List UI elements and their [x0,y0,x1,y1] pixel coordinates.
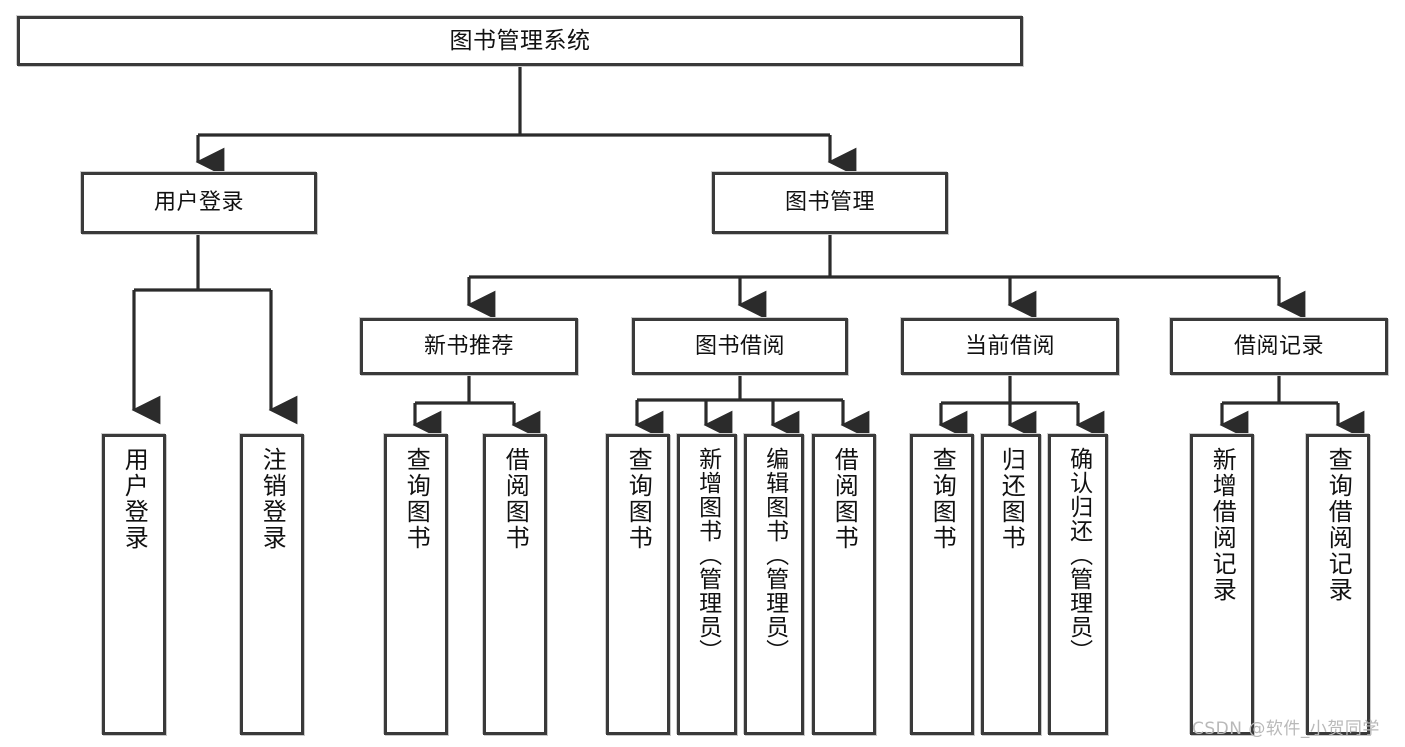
node-label: 新书推荐 [423,333,514,359]
leaf-query-book-borrow[interactable]: 查询图书 [606,434,670,735]
node-label: 图书管理系统 [449,27,591,54]
leaf-confirm-return-admin[interactable]: 确认归还（管理员） [1048,434,1108,735]
leaf-edit-book-admin[interactable]: 编辑图书（管理员） [744,434,804,735]
node-label: 借阅图书 [501,447,530,551]
node-label: 新增图书（管理员） [694,447,721,663]
node-label: 图书借阅 [694,333,785,359]
node-label: 归还图书 [997,447,1026,551]
leaf-borrow-book[interactable]: 借阅图书 [812,434,876,735]
leaf-add-book-admin[interactable]: 新增图书（管理员） [677,434,737,735]
node-label: 编辑图书（管理员） [761,447,788,663]
node-label: 当前借阅 [964,333,1055,359]
node-user-login[interactable]: 用户登录 [81,172,317,234]
node-label: 用户登录 [153,190,244,216]
node-book-management[interactable]: 图书管理 [712,172,948,234]
node-label: 图书管理 [784,190,875,216]
node-new-book-recommend[interactable]: 新书推荐 [360,318,578,375]
node-label: 注销登录 [258,447,287,551]
leaf-return-book[interactable]: 归还图书 [981,434,1041,735]
node-label: 查询图书 [402,447,431,551]
leaf-logout[interactable]: 注销登录 [240,434,304,735]
node-book-borrow[interactable]: 图书借阅 [632,318,848,375]
node-borrow-records[interactable]: 借阅记录 [1170,318,1388,375]
leaf-query-book-current[interactable]: 查询图书 [910,434,974,735]
node-label: 查询图书 [624,447,653,551]
node-label: 查询图书 [928,447,957,551]
node-label: 借阅图书 [830,447,859,551]
leaf-query-book-recommend[interactable]: 查询图书 [384,434,448,735]
node-label: 确认归还（管理员） [1065,447,1092,663]
leaf-user-login[interactable]: 用户登录 [102,434,166,735]
node-label: 借阅记录 [1233,333,1324,359]
node-label: 查询借阅记录 [1324,447,1353,603]
node-label: 用户登录 [120,447,149,551]
leaf-query-borrow-record[interactable]: 查询借阅记录 [1306,434,1370,735]
leaf-borrow-book-recommend[interactable]: 借阅图书 [483,434,547,735]
csdn-watermark: CSDN @软件_小贺同学 [1192,719,1380,739]
node-label: 新增借阅记录 [1208,447,1237,603]
node-root-system[interactable]: 图书管理系统 [17,16,1023,66]
node-current-borrow[interactable]: 当前借阅 [901,318,1119,375]
leaf-add-borrow-record[interactable]: 新增借阅记录 [1190,434,1254,735]
